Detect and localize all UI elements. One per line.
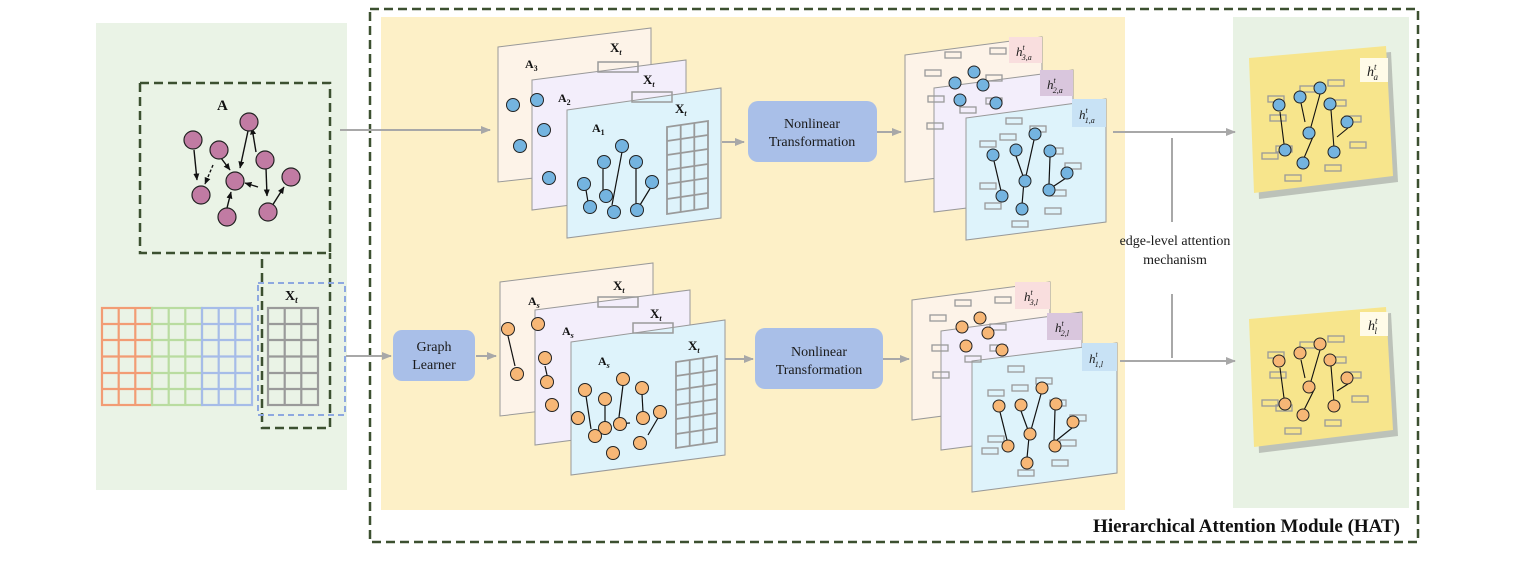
top-adjacency-stack [497,27,722,239]
bottom-adj-label-3: As [528,294,540,310]
fused-output-top [1249,46,1398,199]
bottom-transform-box: Nonlinear Transformation [755,328,883,389]
bottom-adj-label-1: As [598,354,610,370]
bottom-adjacency-stack [499,262,726,476]
bottom-feature-label-front: Xt [688,338,700,355]
attention-label-line2: mechanism [1143,253,1207,268]
top-output-stack [904,36,1107,241]
top-feature-label-back: Xt [610,40,622,57]
svg-text:Nonlinear: Nonlinear [791,345,847,360]
top-transform-box: Nonlinear Transformation [748,101,877,162]
svg-text:Nonlinear: Nonlinear [784,117,840,132]
bottom-adj-label-2: As [562,324,574,340]
bottom-output-stack [911,281,1118,493]
graph-learner-box: Graph Learner [393,330,475,381]
input-panel [96,23,347,490]
module-title: Hierarchical Attention Module (HAT) [1093,516,1400,537]
bottom-feature-label-mid: Xt [650,306,662,323]
attention-label-line1: edge-level attention [1120,234,1231,249]
top-feature-label-mid: Xt [643,72,655,89]
svg-text:Transformation: Transformation [769,135,856,150]
feature-window-outline [257,282,346,416]
top-adj-label-2: A2 [558,91,571,107]
input-adjacency-label: A [217,98,228,114]
top-feature-label-front: Xt [675,101,687,118]
hat-module-outline [368,7,1420,544]
feature-matrices [100,306,320,407]
svg-text:Transformation: Transformation [776,363,863,378]
svg-text:Graph: Graph [417,340,452,355]
svg-text:Learner: Learner [412,358,456,373]
input-selection-outline [140,81,332,430]
top-adj-label-1: A1 [592,121,605,137]
flow-arrows [340,126,1236,365]
input-graph [183,112,301,227]
input-feature-label: Xt [285,289,298,305]
top-adj-label-3: A3 [525,57,538,73]
bottom-feature-label-back: Xt [613,278,625,295]
fused-output-bottom [1249,307,1398,453]
